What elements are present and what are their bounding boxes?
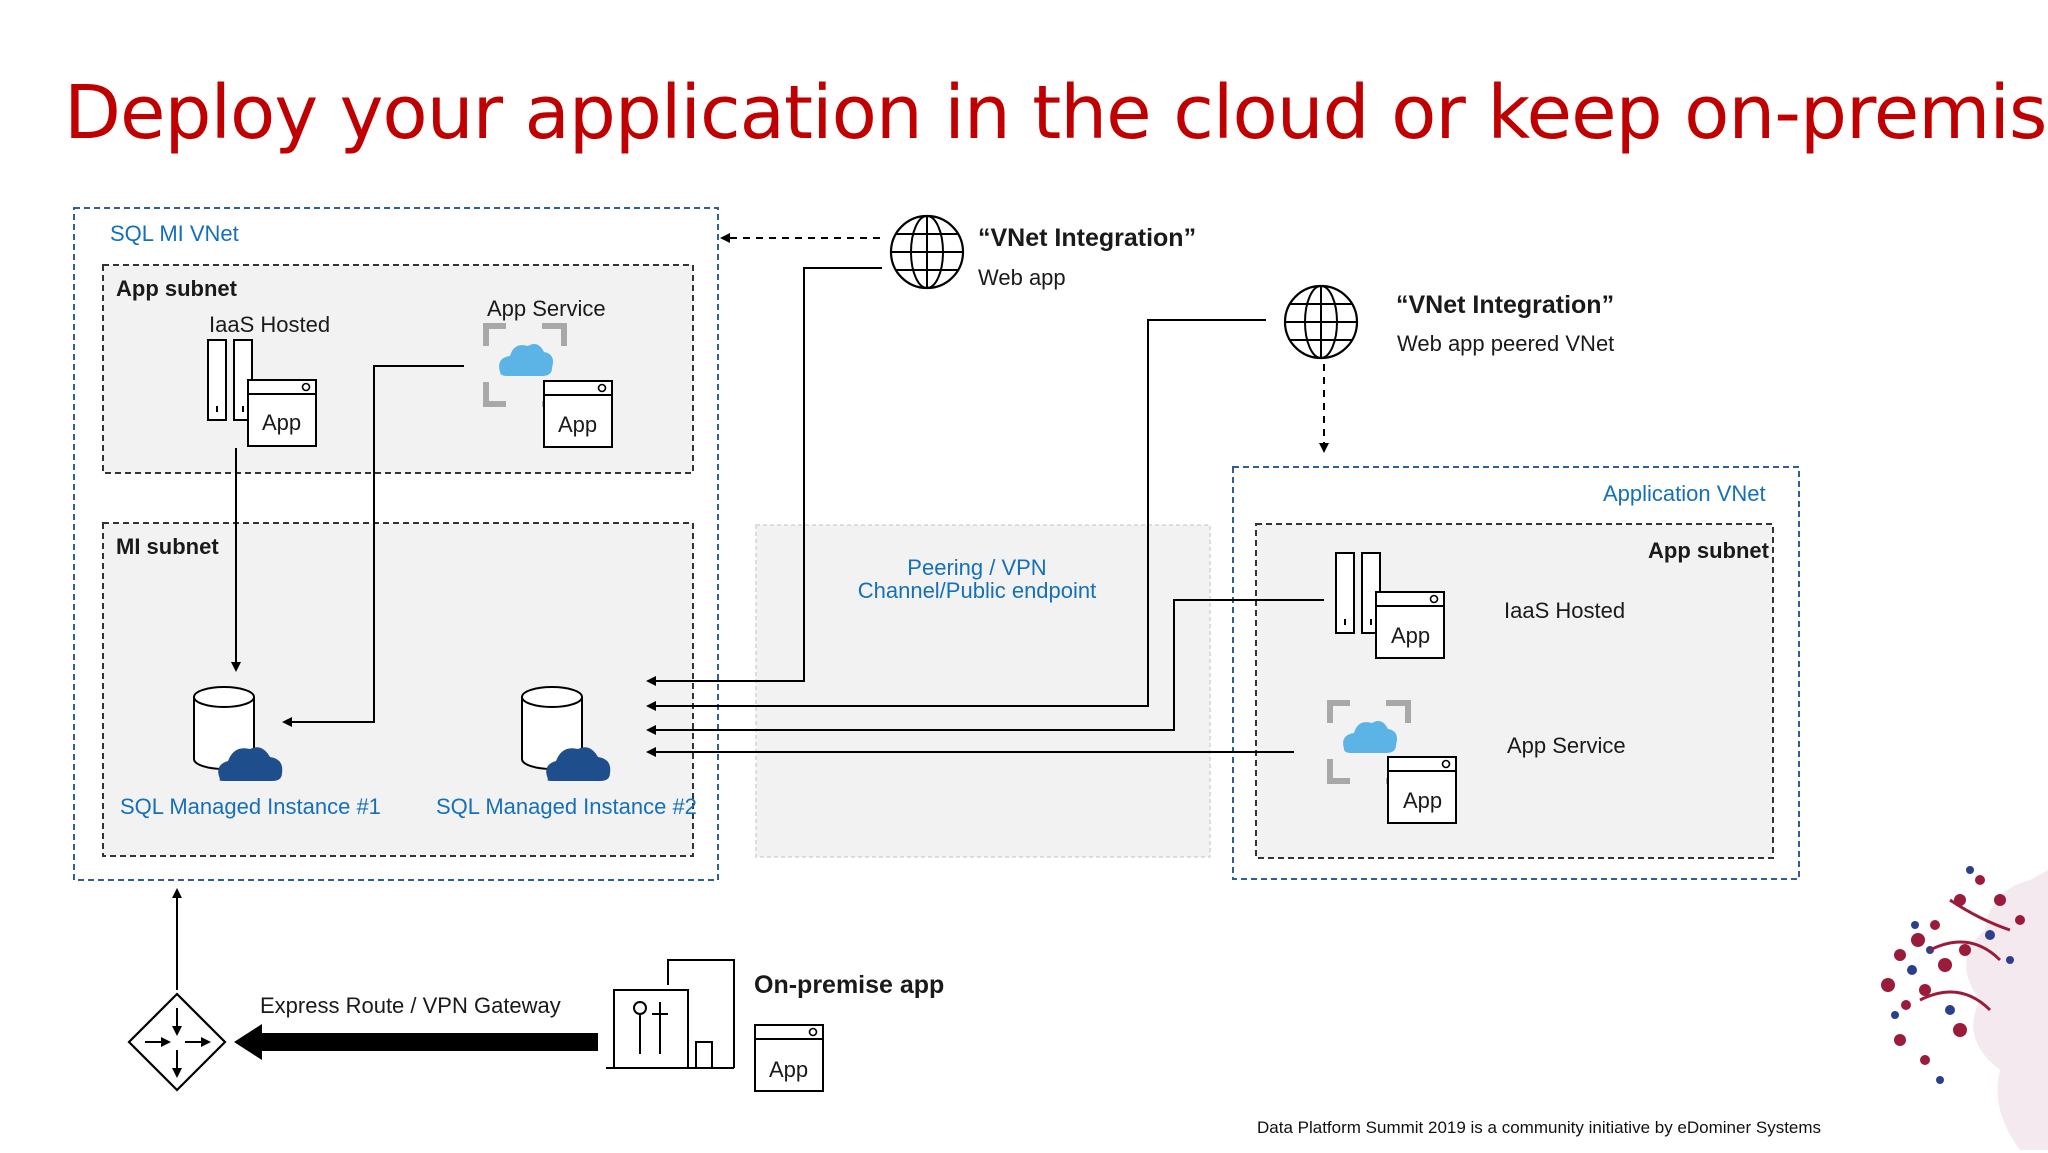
vnet-integration-1-subtitle: Web app [978, 265, 1066, 290]
vnet-integration-2-subtitle: Web app peered VNet [1397, 331, 1615, 356]
iaas-app-label: App [262, 410, 302, 435]
right-iaas-to-mi2-arrow [646, 599, 1324, 735]
sql-mi-2-label: SQL Managed Instance #2 [436, 794, 697, 819]
summit-tree-logo [1881, 866, 2048, 1150]
app-subnet-right-label: App subnet [1648, 538, 1769, 563]
appservice-to-mi1-arrow [282, 365, 464, 727]
iaas-app-right-label: App [1391, 623, 1431, 648]
on-premise-building-icon [606, 959, 735, 1069]
globe-icon-2 [1283, 284, 1359, 360]
app-subnet-label: App subnet [116, 276, 237, 301]
app-service-app-right-label: App [1403, 788, 1443, 813]
peering-line2: Channel/Public endpoint [857, 578, 1097, 603]
application-vnet-label: Application VNet [1603, 481, 1766, 506]
globe-icon-1 [889, 214, 965, 290]
peering-area [755, 524, 1211, 858]
express-route-arrow [234, 1024, 598, 1060]
express-route-label: Express Route / VPN Gateway [260, 993, 561, 1018]
peered-webapp-to-mi2-arrow [646, 319, 1266, 711]
iaas-hosted-label: IaaS Hosted [209, 312, 331, 337]
app-service-right-label: App Service [1507, 733, 1626, 758]
sql-mi-1-label: SQL Managed Instance #1 [120, 794, 381, 819]
on-premise-app-label: App [769, 1057, 809, 1082]
gateway-icon [127, 992, 227, 1092]
vnet-integration-2-title: “VNet Integration” [1396, 291, 1615, 319]
mi-subnet-label: MI subnet [116, 534, 219, 559]
iaas-hosted-right-label: IaaS Hosted [1504, 598, 1626, 623]
slide-title: Deploy your application in the cloud or … [64, 70, 2048, 156]
vnet-integration-1-title: “VNet Integration” [978, 224, 1197, 252]
webapp-to-mi2-arrow [646, 267, 882, 686]
sql-mi-vnet-label: SQL MI VNet [110, 221, 239, 246]
app-subnet-right-box [1255, 523, 1774, 859]
app-service-app-label: App [558, 412, 598, 437]
app-service-label: App Service [487, 296, 606, 321]
peering-line1: Peering / VPN [907, 555, 1047, 580]
footer-text: Data Platform Summit 2019 is a community… [1257, 1118, 1822, 1137]
on-premise-label: On-premise app [754, 971, 945, 999]
